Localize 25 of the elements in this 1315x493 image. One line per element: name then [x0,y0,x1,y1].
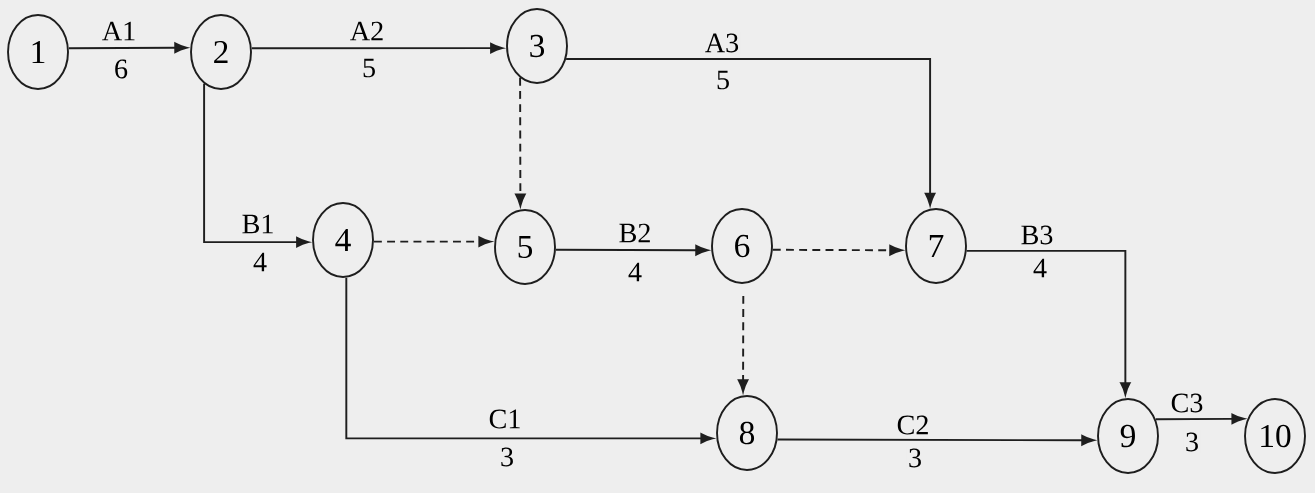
duration-label: 3 [906,446,924,470]
dashed-arrow [372,236,492,247]
arrow [565,58,936,206]
duration-label: 3 [1183,430,1201,454]
duration-label: 3 [498,445,516,469]
dashed-arrow [515,76,526,207]
duration-label: 4 [626,261,644,283]
duration-label: 5 [360,56,378,80]
arrow [965,249,1131,396]
arrow [776,435,1095,446]
edge-label: A2 [348,19,386,43]
duration-label: 6 [112,57,130,81]
edge-label: A3 [703,31,741,55]
dashed-arrow [771,244,903,256]
arrow [1154,413,1245,425]
duration-label: 4 [1031,257,1049,279]
arrow [345,276,714,444]
edge-label: A1 [100,19,138,43]
arrow [250,42,504,54]
dashed-arrow [737,294,749,393]
arrow [203,82,310,248]
duration-label: 4 [251,251,269,273]
duration-label: 5 [714,68,732,92]
arrow [554,244,709,256]
arrow [67,42,188,54]
